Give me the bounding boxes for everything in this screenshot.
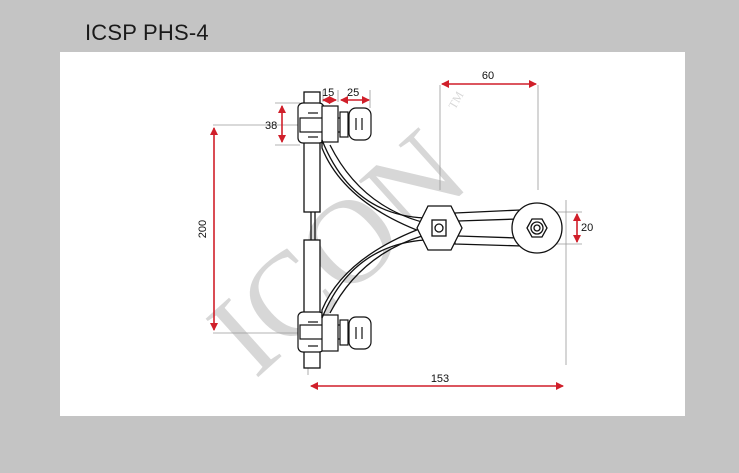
watermark-text: ICON — [183, 104, 490, 399]
central-hub — [416, 205, 463, 251]
point-fixing — [511, 202, 563, 254]
dim-25-label: 25 — [347, 87, 359, 99]
extension-lines — [213, 85, 582, 375]
dimension-lines — [210, 80, 581, 390]
dim-38-label: 38 — [265, 120, 277, 132]
dim-20-label: 20 — [581, 222, 593, 234]
dim-60-label: 60 — [482, 70, 494, 82]
dim-200-label: 200 — [197, 220, 209, 238]
top-fitting — [297, 102, 372, 144]
dim-153-label: 153 — [431, 373, 449, 385]
page-title: ICSP PHS-4 — [85, 20, 209, 45]
dim-15-label: 15 — [322, 87, 334, 99]
bottom-fitting — [297, 311, 372, 353]
watermark-tm: TM — [445, 89, 466, 112]
